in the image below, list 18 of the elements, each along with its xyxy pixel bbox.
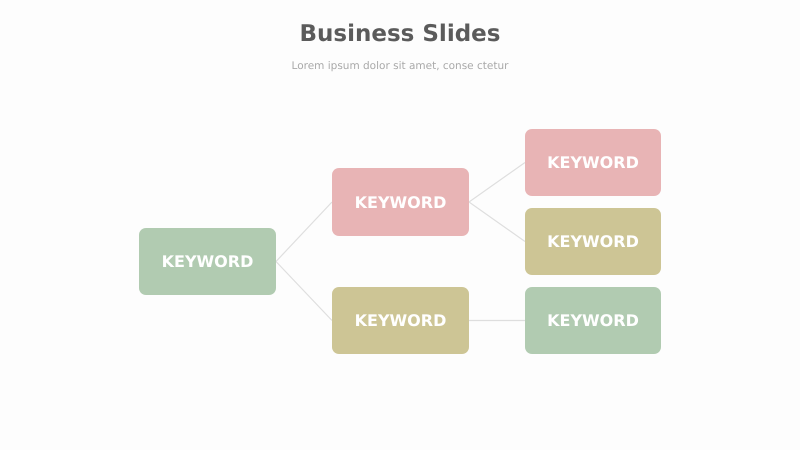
box-label: KEYWORD (354, 192, 446, 212)
keyword-box (332, 168, 469, 236)
box-label: KEYWORD (547, 232, 639, 251)
keyword-box (139, 228, 276, 295)
keyword-box (525, 208, 661, 275)
keyword-box (525, 287, 661, 354)
keyword-box (332, 287, 469, 354)
box-label: KEYWORD (162, 252, 254, 271)
connector-line (276, 261, 332, 321)
keyword-box (525, 129, 661, 196)
slide-title: Business Slides (300, 21, 500, 47)
box-label: KEYWORD (547, 153, 639, 172)
subtitle: Lorem ipsum dolor sit amet, conse ctetur (292, 60, 508, 72)
connector-line (468, 202, 526, 242)
box-label: KEYWORD (547, 311, 639, 330)
box-label: KEYWORD (354, 311, 446, 330)
connector-line (276, 202, 332, 262)
connector-line (468, 162, 526, 202)
